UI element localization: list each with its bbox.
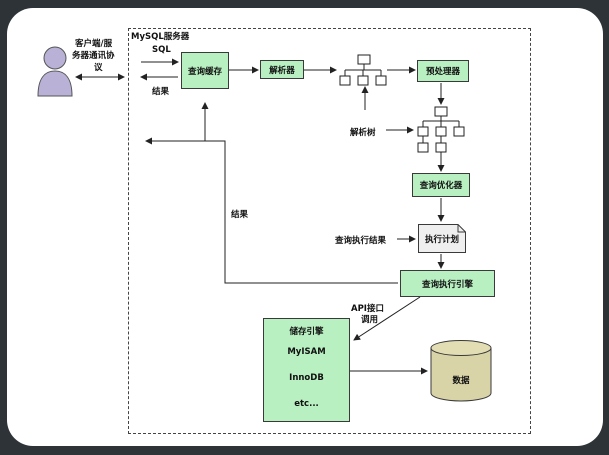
storage-engine-title: 储存引擎: [289, 327, 324, 337]
exec-plan-label: 执行计划: [424, 234, 459, 245]
api-label-1: API接口: [351, 304, 384, 314]
user-icon: [37, 46, 73, 97]
document-icon: [418, 224, 466, 253]
preprocessor-box: 预处理器: [417, 60, 469, 82]
engine-item: InnoDB: [289, 373, 324, 383]
parse-tree-icon: [339, 54, 387, 86]
server-title: MySQL服务器: [131, 32, 190, 42]
database-cylinder: 数据: [430, 340, 492, 402]
mysql-server-boundary: [128, 28, 531, 434]
parser-box: 解析器: [260, 60, 304, 79]
exec-result-label: 查询执行结果: [335, 236, 387, 246]
api-label-2: 调用: [361, 315, 379, 325]
parse-tree-label: 解析树: [350, 128, 376, 138]
result-label: 结果: [152, 87, 170, 97]
sql-label: SQL: [152, 45, 171, 55]
query-cache-box: 查询缓存: [181, 52, 229, 89]
storage-engine-box: 储存引擎 MyISAM InnoDB etc...: [263, 318, 350, 422]
result-back-label: 结果: [231, 210, 249, 220]
client-label-1: 客户端/服: [75, 39, 113, 49]
engine-item: etc...: [294, 399, 319, 409]
client-label-3: 议: [94, 63, 103, 73]
database-icon: [430, 340, 492, 402]
parse-tree-icon-2: [417, 106, 465, 153]
engine-item: MyISAM: [287, 347, 326, 357]
database-label: 数据: [452, 376, 470, 386]
optimizer-box: 查询优化器: [412, 173, 470, 197]
exec-engine-box: 查询执行引擎: [400, 270, 495, 297]
client-label-2: 务器通讯协: [72, 51, 115, 61]
exec-plan-doc: 执行计划: [418, 224, 466, 253]
